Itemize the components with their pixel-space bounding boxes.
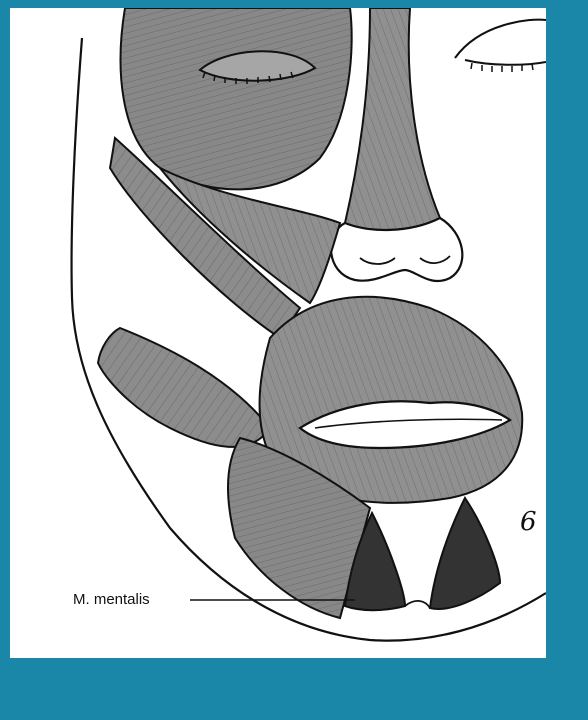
anatomy-illustration: 6 M. mentalis: [10, 8, 546, 658]
buccinator-muscle: [98, 328, 270, 447]
figure-number: 6: [520, 507, 537, 537]
mentalis-muscle-right: [430, 498, 500, 609]
orbicularis-oculi-muscle: [121, 8, 352, 189]
chin: [405, 601, 430, 608]
mentalis-label: M. mentalis: [73, 591, 150, 609]
closed-eye-right: [455, 20, 546, 58]
face-muscles-drawing: 6: [10, 8, 546, 658]
nasalis-muscle: [345, 8, 440, 230]
footer-band: [0, 660, 588, 720]
